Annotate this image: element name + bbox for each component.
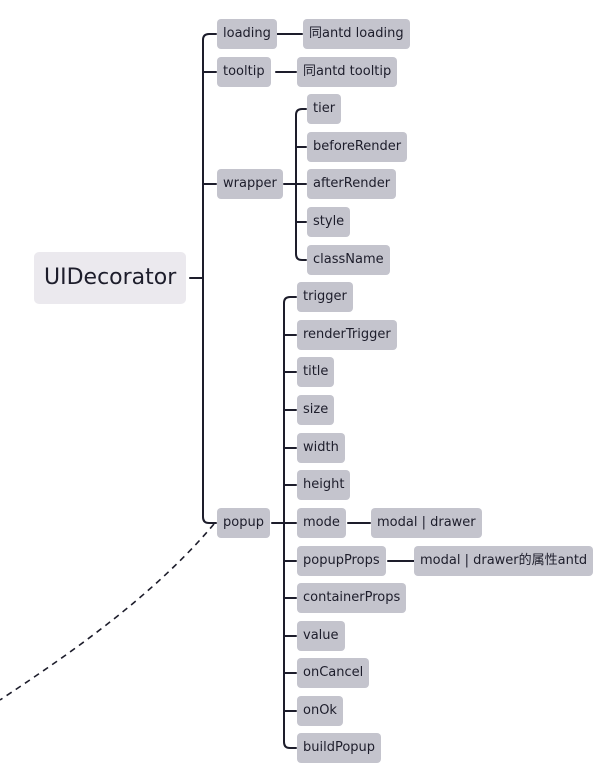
popup-child-title[interactable]: title [297, 357, 335, 387]
popup-child-onOk[interactable]: onOk [297, 696, 343, 726]
tooltip-detail[interactable]: 同antd tooltip [297, 57, 398, 87]
main-trunk [202, 33, 217, 524]
root-node[interactable]: UIDecorator [34, 252, 187, 304]
popup-child-containerProps[interactable]: containerProps [297, 583, 407, 613]
popup-child-onCancel[interactable]: onCancel [297, 658, 370, 688]
popup-child-buildPopup[interactable]: buildPopup [297, 733, 382, 763]
popup-child-height[interactable]: height [297, 470, 351, 500]
loading-detail[interactable]: 同antd loading [303, 19, 410, 49]
wrapper-child-afterRender[interactable]: afterRender [307, 169, 397, 199]
popup-child-value[interactable]: value [297, 621, 345, 651]
popup-child-renderTrigger[interactable]: renderTrigger [297, 320, 397, 350]
wrapper-trunk [295, 108, 307, 261]
wrapper-child-tier[interactable]: tier [307, 94, 342, 124]
popup-child-size[interactable]: size [297, 395, 335, 425]
branch-wrapper[interactable]: wrapper [217, 169, 283, 199]
branch-popup[interactable]: popup [217, 508, 270, 538]
popup-child-trigger[interactable]: trigger [297, 282, 353, 312]
popup-child-popupProps[interactable]: popupProps [297, 546, 386, 576]
wrapper-child-style[interactable]: style [307, 207, 351, 237]
branch-tooltip[interactable]: tooltip [217, 57, 271, 87]
popupProps-detail[interactable]: modal | drawer的属性antd [414, 546, 594, 576]
popup-trunk [283, 296, 297, 749]
branch-loading[interactable]: loading [217, 19, 277, 49]
mode-detail[interactable]: modal | drawer [371, 508, 482, 538]
wrapper-child-beforeRender[interactable]: beforeRender [307, 132, 408, 162]
popup-child-mode[interactable]: mode [297, 508, 346, 538]
dashed-relation-line [0, 523, 215, 701]
popup-child-width[interactable]: width [297, 433, 345, 463]
wrapper-child-className[interactable]: className [307, 245, 390, 275]
